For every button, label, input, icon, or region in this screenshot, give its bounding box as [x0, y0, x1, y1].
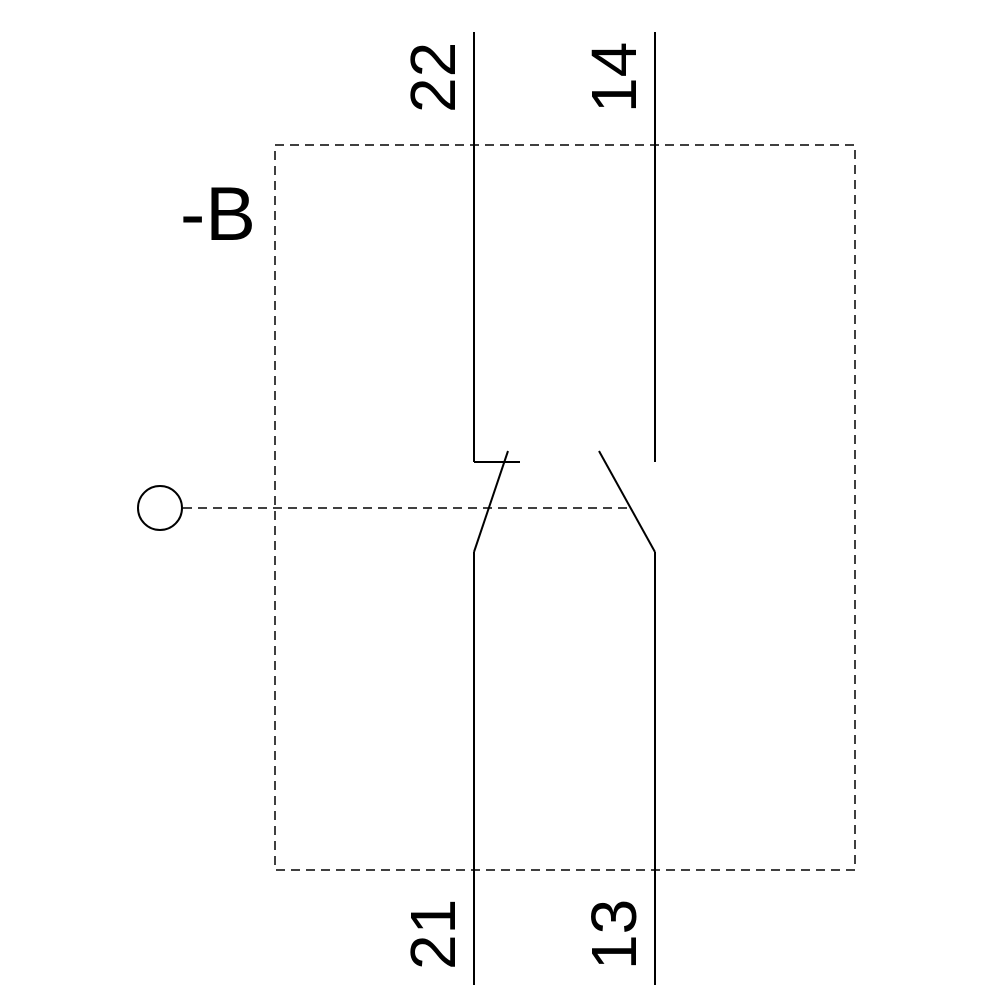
terminal-label-22: 22	[397, 42, 469, 113]
device-enclosure-dashed-box	[274, 144, 856, 871]
actuator-circle-icon	[137, 485, 183, 531]
normally-open-contact	[598, 32, 656, 985]
terminal-label-13: 13	[578, 899, 650, 970]
normally-closed-contact	[473, 32, 520, 985]
nc-moving-blade	[473, 450, 509, 553]
terminal-label-21: 21	[397, 899, 469, 970]
terminal-label-14: 14	[578, 42, 650, 113]
no-moving-blade	[598, 450, 656, 553]
device-label: -B	[180, 172, 256, 257]
